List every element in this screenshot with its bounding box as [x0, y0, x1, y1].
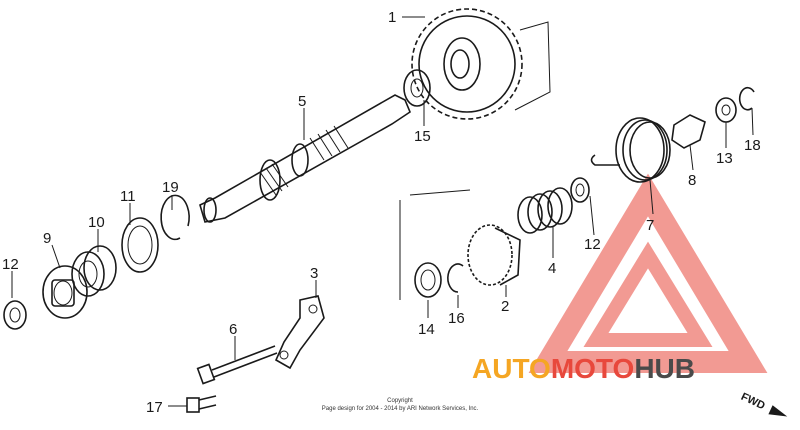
assembly-guide [399, 189, 471, 300]
spring-part [517, 187, 573, 234]
torsion-spring-part [590, 117, 671, 183]
bushing-part [71, 245, 117, 297]
fwd-label: FWD [739, 391, 767, 412]
bolt-6-part [196, 345, 278, 385]
label-14: 14 [418, 321, 435, 338]
label-4: 4 [548, 260, 556, 277]
washer-13-part [715, 97, 737, 123]
gear-sector-part [467, 224, 521, 286]
fwd-arrow: FWD [739, 391, 788, 417]
label-17: 17 [146, 399, 163, 416]
gear-part [411, 8, 551, 120]
cap-part [671, 114, 706, 149]
label-2: 2 [501, 298, 509, 315]
brand-auto: AUTO [472, 353, 551, 384]
circlip-part [160, 194, 190, 241]
label-16: 16 [448, 310, 465, 327]
label-13: 13 [716, 150, 733, 167]
copyright-line1: Copyright [387, 398, 413, 404]
bracket-part [274, 295, 325, 370]
label-12b: 12 [584, 236, 601, 253]
label-10: 10 [88, 214, 105, 231]
washer-part [403, 69, 431, 107]
label-8: 8 [688, 172, 696, 189]
brand-moto: MOTO [551, 353, 634, 384]
circlip-16-part [447, 263, 464, 293]
washer-right-part [570, 177, 590, 203]
label-1: 1 [388, 9, 396, 26]
hub-part [42, 265, 88, 319]
label-9: 9 [43, 230, 51, 247]
watermark-brand: AUTOMOTOHUB [472, 353, 695, 384]
label-18: 18 [744, 137, 761, 154]
brand-hub: HUB [634, 353, 695, 384]
watermark-logo [528, 173, 768, 373]
clip-18-part [738, 86, 755, 111]
label-12a: 12 [2, 256, 19, 273]
washer-left-part [3, 300, 27, 330]
copyright-line2: Page design for 2004 - 2014 by ARI Netwo… [322, 406, 479, 412]
label-3: 3 [310, 265, 318, 282]
label-5: 5 [298, 93, 306, 110]
label-11: 11 [120, 188, 136, 205]
bolt-17-part [186, 395, 217, 413]
label-19: 19 [162, 179, 179, 196]
leader-lines [11, 16, 754, 407]
ring-part [121, 217, 159, 273]
label-15: 15 [414, 128, 431, 145]
ring-14-part [414, 262, 442, 298]
part-labels: 1 2 3 4 5 6 7 8 9 10 11 12 12 13 14 15 1… [2, 9, 761, 416]
label-6: 6 [229, 321, 237, 338]
label-7: 7 [646, 217, 654, 234]
shaft-part [199, 94, 411, 223]
arrow-icon [768, 405, 788, 417]
